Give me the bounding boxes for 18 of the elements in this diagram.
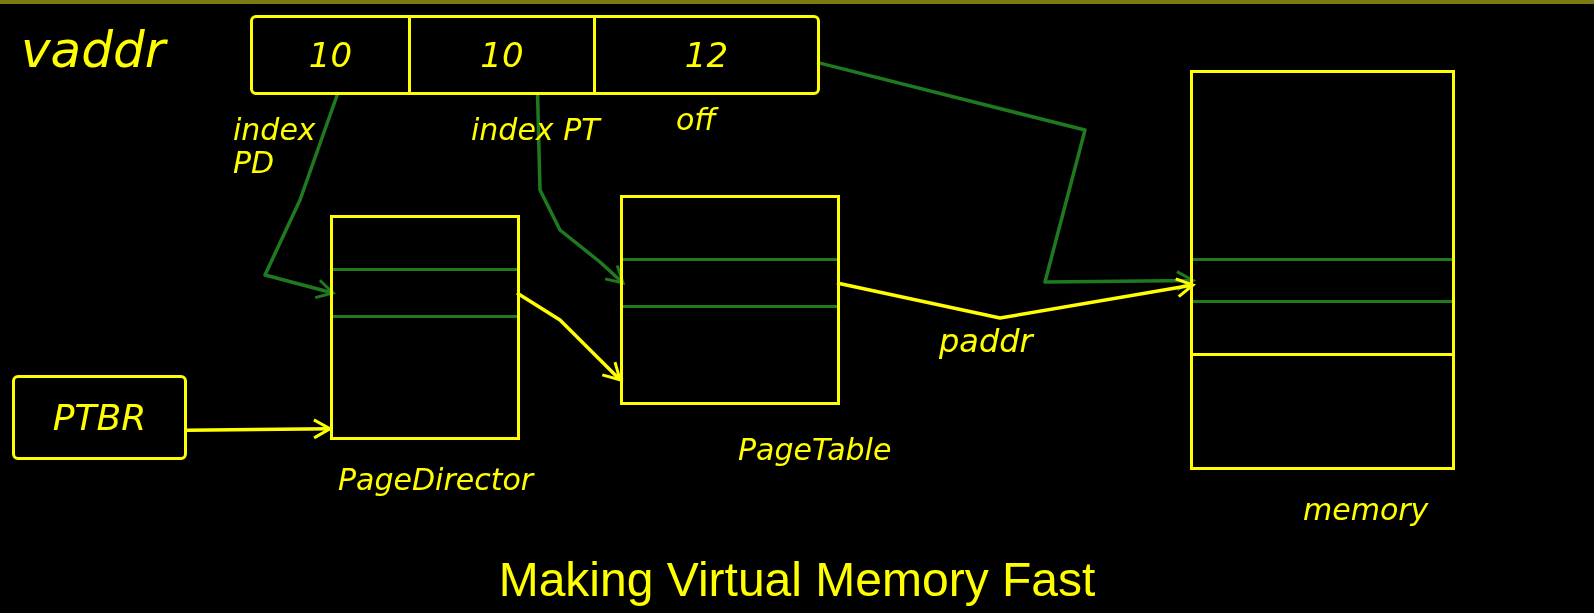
arrow [187,418,332,440]
field-label: 10 [480,35,524,75]
slide-title: Making Virtual Memory Fast [497,552,1097,607]
node-caption: memory [1303,493,1430,526]
register-box [12,375,187,460]
table-entry [333,268,517,318]
field-label: 10 [308,35,353,75]
node-caption: vaddr [21,23,169,78]
node-caption: PageDirector [338,463,536,496]
node-caption: index PT [471,113,601,146]
table-entry [1193,258,1452,303]
node-caption: PageTable [738,433,893,466]
field-label: PTBR [52,397,147,438]
arrow [516,291,622,382]
table-entry [623,258,837,308]
node-caption: off [676,103,776,136]
field-label: 12 [684,35,729,75]
node-caption: index PD [233,113,317,179]
